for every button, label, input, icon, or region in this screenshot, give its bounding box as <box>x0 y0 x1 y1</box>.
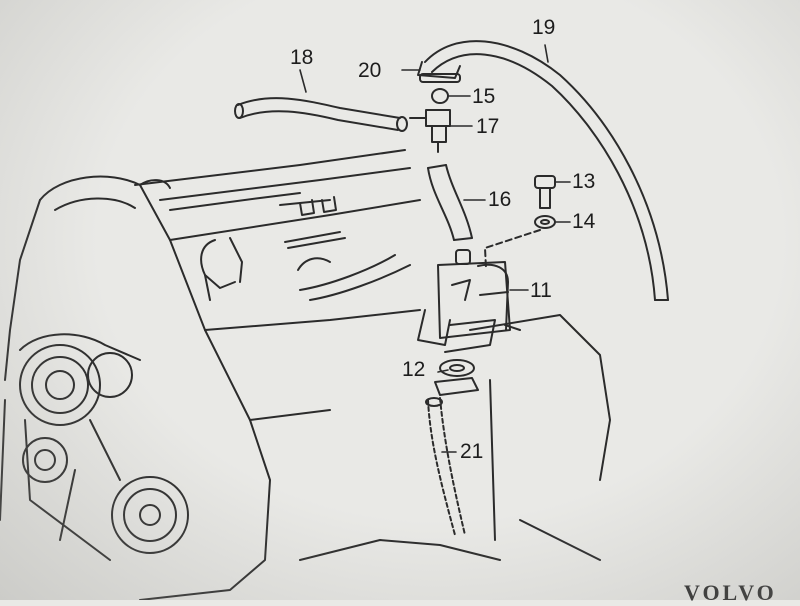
callout-20: 20 <box>358 59 382 82</box>
hose-19 <box>424 40 669 301</box>
tube-21 <box>425 397 466 536</box>
leader-lines <box>299 44 571 453</box>
hose-16 <box>427 164 473 241</box>
bolt-13 <box>534 175 556 209</box>
callout-18: 18 <box>290 46 314 69</box>
callout-11: 11 <box>530 279 552 302</box>
valve-17 <box>409 109 451 153</box>
brand-logo-text: VOLVO <box>684 580 777 605</box>
callout-17: 17 <box>476 115 500 138</box>
housing-11 <box>417 249 521 353</box>
hose-18 <box>234 97 408 132</box>
washer-14 <box>534 215 556 229</box>
callout-12: 12 <box>402 358 426 381</box>
callout-21: 21 <box>460 440 484 463</box>
seal-15 <box>431 88 449 104</box>
gasket-12 <box>439 359 475 377</box>
callout-13: 13 <box>572 170 596 193</box>
alignment-line <box>484 229 541 269</box>
engine-block <box>0 149 611 600</box>
mounting-flange <box>434 377 479 396</box>
callout-15: 15 <box>472 85 496 108</box>
callout-14: 14 <box>572 210 596 233</box>
hose-connector-20 <box>417 61 461 83</box>
callout-16: 16 <box>488 188 512 211</box>
callout-19: 19 <box>532 16 556 39</box>
